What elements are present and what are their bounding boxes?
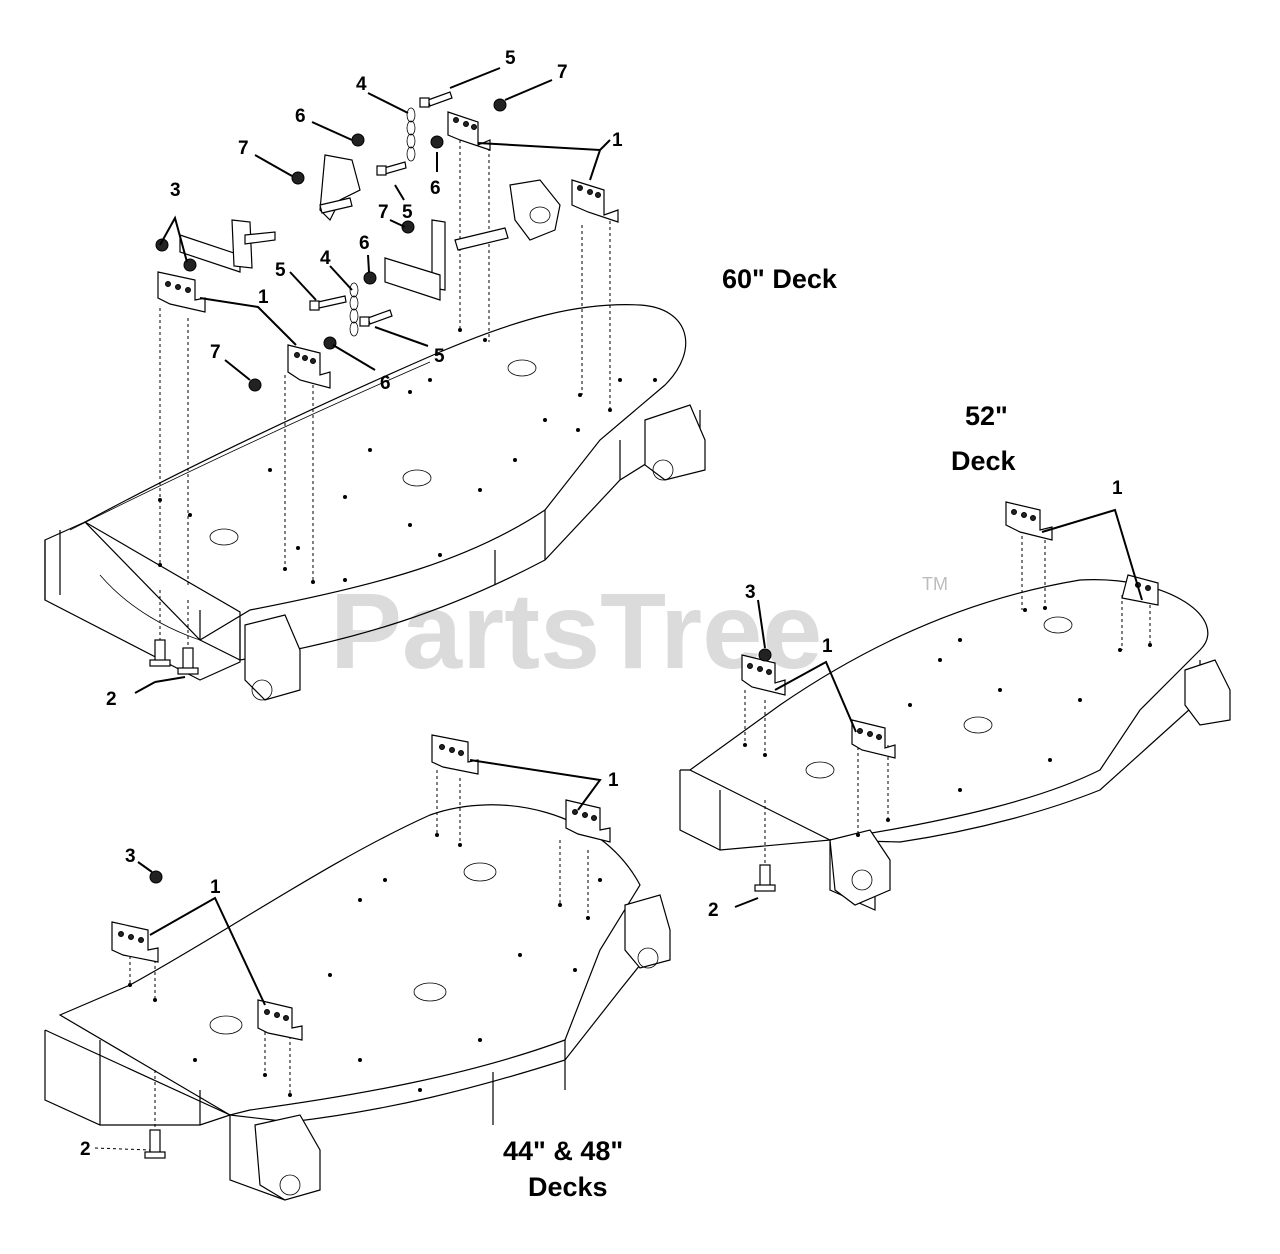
callout-60-5d: 5 — [275, 260, 286, 281]
deck-4448-title-line1: 44" & 48" — [503, 1136, 623, 1166]
callout-52-1b: 1 — [822, 636, 833, 657]
callout-60-5b: 5 — [402, 202, 413, 223]
watermark-brand: PartsTree — [330, 570, 822, 691]
callout-52-2: 2 — [708, 900, 719, 921]
callout-4448-1a: 1 — [608, 770, 619, 791]
callout-60-4a: 4 — [356, 74, 367, 95]
callout-60-5c: 5 — [434, 346, 445, 367]
callout-4448-3: 3 — [125, 846, 136, 867]
callout-52-1a: 1 — [1112, 478, 1123, 499]
callout-4448-1b: 1 — [210, 877, 221, 898]
callout-60-7b: 7 — [557, 62, 568, 83]
deck-52-title-line1: 52" — [965, 401, 1008, 431]
deck-52-assembly: 1 1 3 2 52" Deck — [679, 401, 1231, 921]
callout-60-1b: 1 — [258, 287, 269, 308]
callout-60-4b: 4 — [320, 248, 331, 269]
deck-4448-assembly: 1 1 3 2 44" & 48" Decks — [44, 734, 671, 1202]
callout-4448-2: 2 — [80, 1139, 91, 1160]
callout-60-6c: 6 — [359, 233, 370, 254]
callout-60-7c: 7 — [378, 202, 389, 223]
deck-52-title-line2: Deck — [951, 446, 1017, 476]
deck-60-assembly: 1 1 2 3 4 4 5 5 5 5 6 6 6 6 7 7 7 7 60" … — [44, 48, 838, 710]
callout-60-1a: 1 — [612, 130, 623, 151]
callout-60-7d: 7 — [210, 342, 221, 363]
callout-60-3: 3 — [170, 180, 181, 201]
watermark-trademark: TM — [922, 574, 948, 594]
callout-60-5a: 5 — [505, 48, 516, 69]
deck-60-title: 60" Deck — [722, 264, 838, 294]
callout-60-6a: 6 — [295, 106, 306, 127]
deck-4448-title-line2: Decks — [528, 1172, 608, 1202]
callout-60-6d: 6 — [380, 373, 391, 394]
callout-60-6b: 6 — [430, 178, 441, 199]
callout-52-3: 3 — [745, 582, 756, 603]
callout-60-7a: 7 — [238, 138, 249, 159]
callout-60-2: 2 — [106, 689, 117, 710]
